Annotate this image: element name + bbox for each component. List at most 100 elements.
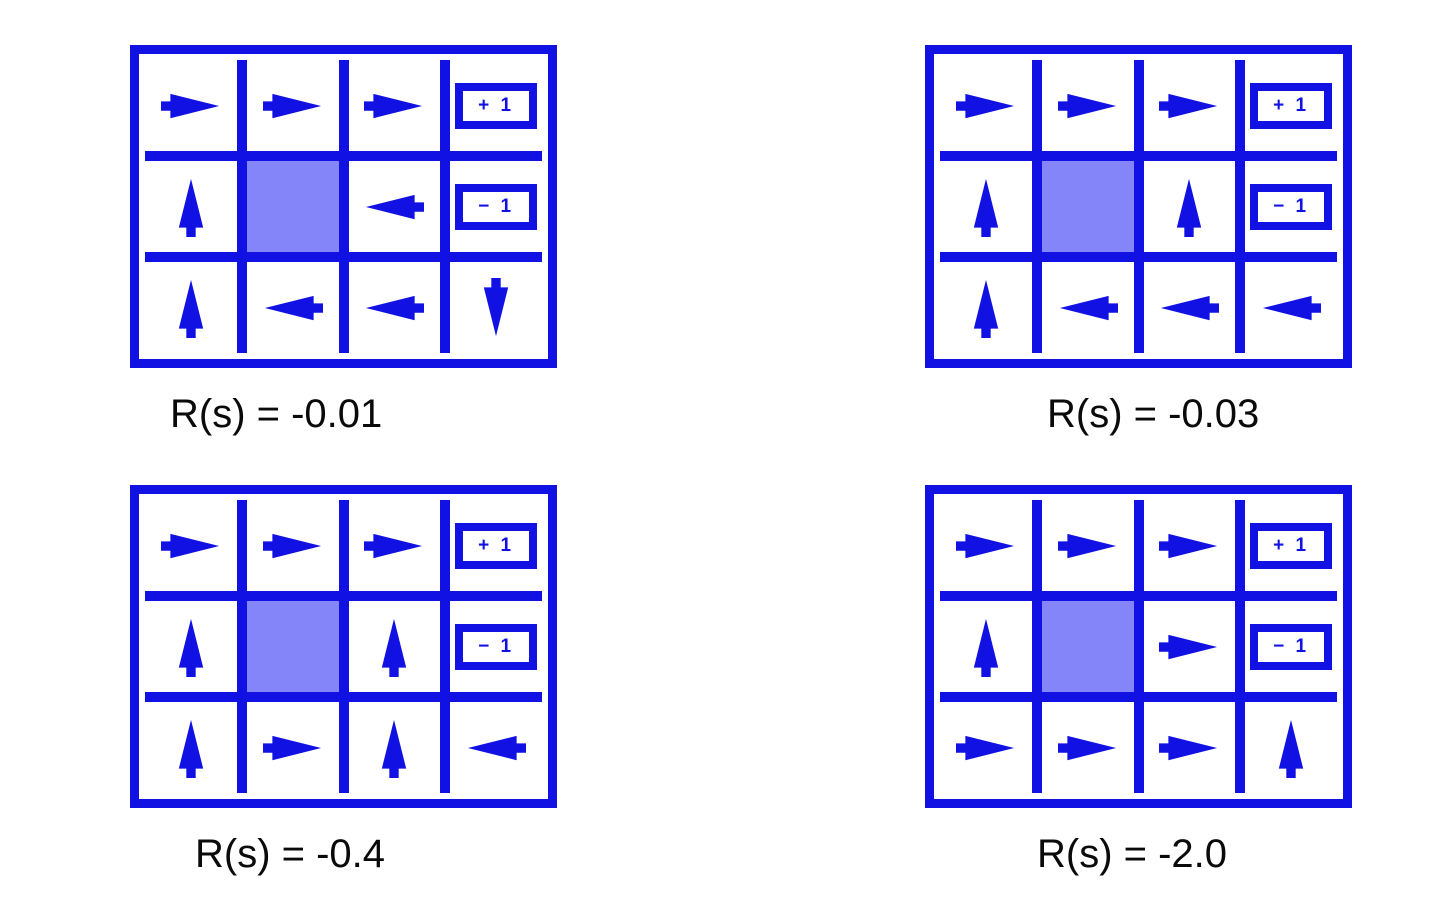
gridworld-2-cells: + 1 − 1 xyxy=(940,60,1337,353)
terminal-minus-one: − 1 xyxy=(1250,623,1333,670)
gridworld-1-cells: + 1 − 1 xyxy=(145,60,542,353)
cell-r2c1-up xyxy=(940,161,1032,252)
cell-r1c4-plus1: + 1 xyxy=(450,500,542,591)
cell-r3c2-left xyxy=(246,262,339,353)
cell-r2c4-minus1: − 1 xyxy=(450,601,542,692)
cell-r3c3-up xyxy=(348,702,441,793)
cell-r1c1-right xyxy=(940,500,1032,591)
left-arrow-icon xyxy=(366,295,425,320)
up-arrow-icon xyxy=(382,618,407,677)
up-arrow-icon xyxy=(382,719,407,778)
terminal-plus-one: + 1 xyxy=(455,522,538,569)
terminal-plus-one: + 1 xyxy=(1250,82,1333,129)
cell-r3c4-up xyxy=(1245,702,1337,793)
right-arrow-icon xyxy=(1159,93,1218,118)
right-arrow-icon xyxy=(1159,634,1218,659)
cell-r2c3-right xyxy=(1143,601,1236,692)
reward-caption-4: R(s) = -2.0 xyxy=(1037,832,1228,876)
up-arrow-icon xyxy=(1278,719,1304,778)
cell-r2c3-left xyxy=(348,161,441,252)
up-arrow-icon xyxy=(178,719,204,778)
cell-r2c2-wall xyxy=(1041,601,1134,692)
cell-r1c2-right xyxy=(1041,500,1134,591)
right-arrow-icon xyxy=(160,93,219,118)
right-arrow-icon xyxy=(364,533,423,558)
up-arrow-icon xyxy=(1177,178,1202,237)
up-arrow-icon xyxy=(973,279,999,338)
policy-quadrant-2: + 1 − 1 R(s) = -0.03 xyxy=(925,45,1352,438)
right-arrow-icon xyxy=(955,735,1014,760)
cell-r1c3-right xyxy=(348,500,441,591)
up-arrow-icon xyxy=(178,279,204,338)
terminal-minus-one: − 1 xyxy=(1250,183,1333,230)
cell-r1c3-right xyxy=(1143,500,1236,591)
cell-r3c4-left xyxy=(1245,262,1337,353)
up-arrow-icon xyxy=(178,618,204,677)
cell-r1c1-right xyxy=(145,500,237,591)
right-arrow-icon xyxy=(1057,735,1116,760)
cell-r2c3-up xyxy=(1143,161,1236,252)
gridworld-1: + 1 − 1 xyxy=(130,45,557,368)
terminal-plus-one: + 1 xyxy=(455,82,538,129)
cell-r2c4-minus1: − 1 xyxy=(1245,601,1337,692)
right-arrow-icon xyxy=(1057,93,1116,118)
cell-r3c2-right xyxy=(246,702,339,793)
right-arrow-icon xyxy=(262,93,321,118)
gridworld-3-cells: + 1 − 1 xyxy=(145,500,542,793)
cell-r3c4-left xyxy=(450,702,542,793)
cell-r1c4-plus1: + 1 xyxy=(1245,60,1337,151)
cell-r1c4-plus1: + 1 xyxy=(1245,500,1337,591)
cell-r2c2-wall xyxy=(1041,161,1134,252)
up-arrow-icon xyxy=(973,618,999,677)
policy-quadrant-4: + 1 − 1 R(s) = -2.0 xyxy=(925,485,1352,878)
right-arrow-icon xyxy=(262,735,321,760)
terminal-plus-one: + 1 xyxy=(1250,522,1333,569)
left-arrow-icon xyxy=(1059,295,1118,320)
cell-r1c4-plus1: + 1 xyxy=(450,60,542,151)
cell-r2c2-wall xyxy=(246,161,339,252)
cell-r2c2-wall xyxy=(246,601,339,692)
cell-r2c3-up xyxy=(348,601,441,692)
gridworld-2: + 1 − 1 xyxy=(925,45,1352,368)
cell-r2c4-minus1: − 1 xyxy=(450,161,542,252)
reward-caption-3: R(s) = -0.4 xyxy=(195,832,386,876)
reward-caption-2: R(s) = -0.03 xyxy=(1047,392,1260,436)
right-arrow-icon xyxy=(1159,735,1218,760)
up-arrow-icon xyxy=(178,178,204,237)
cell-r3c3-right xyxy=(1143,702,1236,793)
gridworld-4: + 1 − 1 xyxy=(925,485,1352,808)
policy-quadrant-3: + 1 − 1 R(s) = -0.4 xyxy=(130,485,557,878)
right-arrow-icon xyxy=(955,93,1014,118)
cell-r2c1-up xyxy=(145,161,237,252)
cell-r3c3-left xyxy=(1143,262,1236,353)
left-arrow-icon xyxy=(264,295,323,320)
cell-r1c2-right xyxy=(1041,60,1134,151)
right-arrow-icon xyxy=(160,533,219,558)
cell-r3c3-left xyxy=(348,262,441,353)
cell-r1c2-right xyxy=(246,500,339,591)
cell-r3c2-left xyxy=(1041,262,1134,353)
cell-r3c1-up xyxy=(145,262,237,353)
right-arrow-icon xyxy=(1057,533,1116,558)
cell-r1c2-right xyxy=(246,60,339,151)
right-arrow-icon xyxy=(364,93,423,118)
right-arrow-icon xyxy=(1159,533,1218,558)
gridworld-3: + 1 − 1 xyxy=(130,485,557,808)
left-arrow-icon xyxy=(468,735,527,760)
cell-r1c3-right xyxy=(1143,60,1236,151)
gridworld-4-cells: + 1 − 1 xyxy=(940,500,1337,793)
cell-r1c1-right xyxy=(940,60,1032,151)
left-arrow-icon xyxy=(1263,295,1322,320)
cell-r1c1-right xyxy=(145,60,237,151)
cell-r1c3-right xyxy=(348,60,441,151)
up-arrow-icon xyxy=(973,178,999,237)
cell-r2c1-up xyxy=(940,601,1032,692)
cell-r3c1-up xyxy=(145,702,237,793)
cell-r2c4-minus1: − 1 xyxy=(1245,161,1337,252)
cell-r3c2-right xyxy=(1041,702,1134,793)
cell-r2c1-up xyxy=(145,601,237,692)
cell-r3c1-right xyxy=(940,702,1032,793)
right-arrow-icon xyxy=(955,533,1014,558)
down-arrow-icon xyxy=(483,277,509,336)
